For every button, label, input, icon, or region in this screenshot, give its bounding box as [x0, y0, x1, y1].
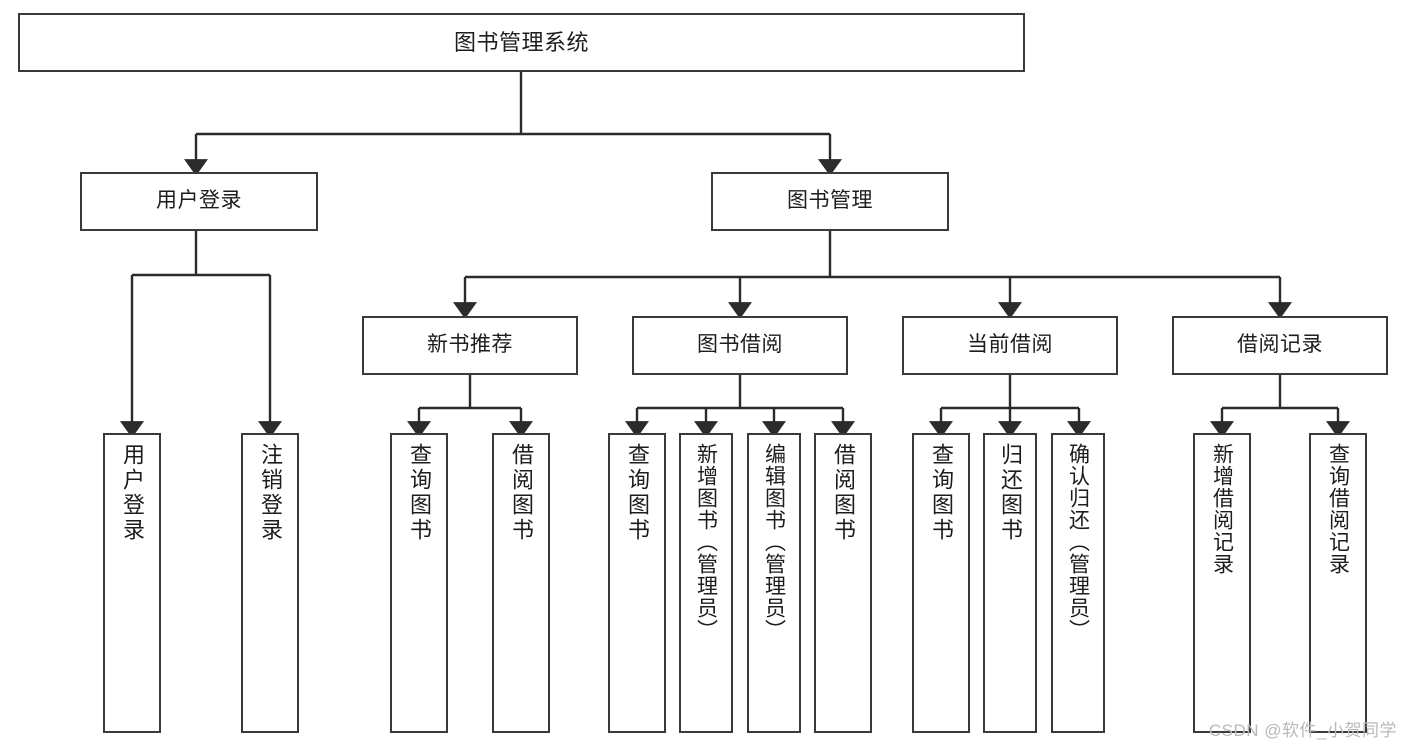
node-label: 新增图书（管理员） — [694, 443, 718, 641]
node-leaf-query-borrow-record[interactable]: 查询借阅记录 — [1309, 433, 1367, 733]
node-label: 确认归还（管理员） — [1066, 443, 1090, 641]
node-label: 注销登录 — [258, 443, 283, 543]
node-leaf-user-login[interactable]: 用户登录 — [103, 433, 161, 733]
node-label: 借阅图书 — [831, 443, 856, 543]
node-leaf-query-book-current[interactable]: 查询图书 — [912, 433, 970, 733]
node-leaf-logout[interactable]: 注销登录 — [241, 433, 299, 733]
node-new-book-recommend[interactable]: 新书推荐 — [362, 316, 578, 375]
node-label: 新书推荐 — [427, 333, 513, 357]
node-label: 新增借阅记录 — [1210, 443, 1234, 575]
node-label: 图书借阅 — [697, 333, 783, 357]
node-label: 查询图书 — [407, 443, 432, 543]
node-user-login[interactable]: 用户登录 — [80, 172, 318, 231]
node-book-management[interactable]: 图书管理 — [711, 172, 949, 231]
node-book-borrow[interactable]: 图书借阅 — [632, 316, 848, 375]
watermark-text: CSDN @软件_小贺同学 — [1208, 721, 1397, 740]
node-leaf-borrow-book[interactable]: 借阅图书 — [814, 433, 872, 733]
node-label: 查询图书 — [625, 443, 650, 543]
node-leaf-confirm-return-admin[interactable]: 确认归还（管理员） — [1051, 433, 1105, 733]
node-label: 查询借阅记录 — [1326, 443, 1350, 575]
node-borrow-record[interactable]: 借阅记录 — [1172, 316, 1388, 375]
node-label: 用户登录 — [156, 189, 242, 213]
node-leaf-add-borrow-record[interactable]: 新增借阅记录 — [1193, 433, 1251, 733]
node-leaf-edit-book-admin[interactable]: 编辑图书（管理员） — [747, 433, 801, 733]
node-leaf-borrow-book-recommend[interactable]: 借阅图书 — [492, 433, 550, 733]
node-leaf-query-book-borrow[interactable]: 查询图书 — [608, 433, 666, 733]
node-leaf-query-book-recommend[interactable]: 查询图书 — [390, 433, 448, 733]
node-label: 图书管理 — [787, 189, 873, 213]
node-label: 图书管理系统 — [453, 29, 589, 55]
node-label: 借阅图书 — [509, 443, 534, 543]
node-label: 用户登录 — [120, 443, 145, 543]
node-root-system[interactable]: 图书管理系统 — [18, 13, 1025, 72]
node-label: 当前借阅 — [967, 333, 1053, 357]
node-label: 编辑图书（管理员） — [762, 443, 786, 641]
node-label: 归还图书 — [998, 443, 1023, 543]
node-current-borrow[interactable]: 当前借阅 — [902, 316, 1118, 375]
node-leaf-return-book[interactable]: 归还图书 — [983, 433, 1037, 733]
node-label: 查询图书 — [929, 443, 954, 543]
node-leaf-add-book-admin[interactable]: 新增图书（管理员） — [679, 433, 733, 733]
node-label: 借阅记录 — [1237, 333, 1323, 357]
